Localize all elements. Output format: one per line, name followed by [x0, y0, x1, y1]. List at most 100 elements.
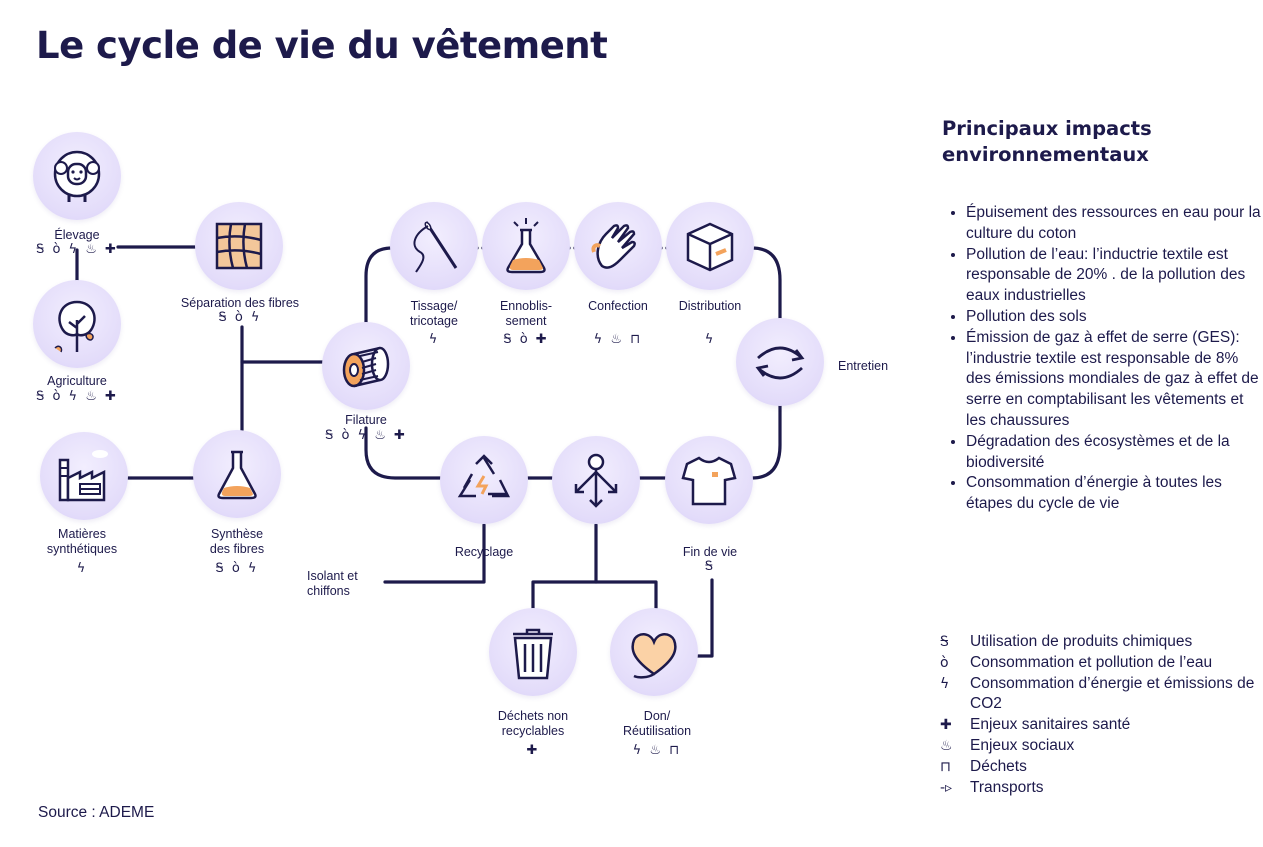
impacts-tissage: ϟ [428, 332, 440, 347]
label-synthese-fibres: Synthèse des fibres [209, 527, 265, 556]
impacts-dechets: ✚ [526, 743, 540, 758]
label-don: Don/ Réutilisation [622, 709, 692, 738]
legend-row-social: ♨ Enjeux sociaux [940, 736, 1260, 757]
flask-icon [217, 450, 257, 500]
page-title: Le cycle de vie du vêtement [36, 24, 608, 67]
tree-icon [54, 300, 96, 353]
node-recyclage[interactable] [440, 436, 528, 524]
label-agriculture: Agriculture [47, 374, 107, 388]
hands-icon [591, 224, 636, 269]
node-tissage[interactable] [390, 202, 478, 290]
drop-icon: ò [940, 654, 949, 671]
legend: Ꭶ Utilisation de produits chimiques ò Co… [940, 632, 1260, 798]
node-ennoblissement[interactable] [482, 202, 570, 290]
connector-recyclage-isolant [383, 523, 486, 584]
label-fin-de-vie: Fin de vie [682, 545, 738, 559]
impacts-matieres-synthetiques: ϟ [76, 561, 88, 576]
label-recyclage: Recyclage [454, 545, 514, 559]
impact-item: Pollution des sols [966, 307, 1263, 328]
lightning-icon: ϟ [940, 675, 950, 692]
label-filature: Filature [345, 413, 387, 427]
node-agriculture[interactable] [33, 280, 121, 368]
trash-icon: ⊓ [940, 758, 951, 775]
label-isolant-chiffons: Isolant et chiffons [307, 569, 358, 598]
cycle-arrows-icon [755, 346, 805, 380]
legend-label: Enjeux sanitaires santé [970, 716, 1131, 734]
label-distribution: Distribution [678, 299, 742, 313]
impact-item: Consommation d’énergie à toutes les étap… [966, 473, 1263, 515]
recycle-icon [457, 454, 511, 498]
connector-tri-down [531, 523, 598, 610]
node-don[interactable] [610, 608, 698, 696]
flask-icon: Ꭶ [940, 634, 949, 650]
label-entretien: Entretien [838, 359, 889, 373]
impacts-panel-title: Principaux impacts environnementaux [942, 117, 1152, 166]
node-dechets[interactable] [489, 608, 577, 696]
node-distribution[interactable] [666, 202, 754, 290]
node-elevage[interactable] [33, 132, 121, 220]
impacts-ennoblissement: Ꭶ ò ✚ [503, 332, 549, 347]
node-tri[interactable] [552, 436, 640, 524]
label-elevage: Élevage [54, 228, 100, 242]
social-icon: ♨ [940, 737, 953, 754]
impact-item: Émission de gaz à effet de serre (GES): … [966, 328, 1263, 432]
legend-label: Utilisation de produits chimiques [970, 633, 1193, 650]
fiber-grid-icon [215, 222, 263, 270]
legend-row-energy: ϟ Consommation d’énergie et émissions de… [940, 674, 1260, 716]
legend-label: Consommation et pollution de l’eau [970, 653, 1213, 671]
label-separation-fibres: Séparation des fibres [180, 296, 300, 310]
node-synthese-fibres[interactable] [193, 430, 281, 518]
factory-icon [58, 450, 108, 502]
impacts-filature: Ꭶ ò ϟ ♨ ✚ [325, 428, 407, 443]
node-filature[interactable] [322, 322, 410, 410]
health-cross-icon: ✚ [940, 717, 952, 734]
impacts-separation-fibres: Ꭶ ò ϟ [218, 310, 262, 325]
node-entretien[interactable] [736, 318, 824, 406]
legend-label: Consommation d’énergie et émissions de C… [970, 674, 1255, 713]
connector-filature-tissage [364, 246, 394, 324]
impacts-distribution: ϟ [704, 332, 716, 347]
label-ennoblissement: Ennoblis- sement [499, 299, 553, 328]
split-arrows-icon [574, 453, 618, 508]
label-confection: Confection [588, 299, 648, 313]
impacts-synthese-fibres: Ꭶ ò ϟ [215, 561, 259, 576]
legend-label: Enjeux sociaux [970, 736, 1075, 754]
package-box-icon [686, 222, 734, 272]
connector-filature-recyclage [364, 426, 442, 480]
connector-tri-don [594, 580, 658, 610]
impacts-confection: ϟ ♨ ⊓ [593, 332, 643, 347]
label-dechets: Déchets non recyclables [497, 709, 569, 738]
impact-item: Dégradation des écosystèmes et de la bio… [966, 432, 1263, 474]
impacts-elevage: Ꭶ ò ϟ ♨ ✚ [36, 242, 118, 257]
impacts-don: ϟ ♨ ⊓ [632, 743, 682, 758]
legend-row-transport: -▹ Transports [940, 778, 1260, 799]
node-confection[interactable] [574, 202, 662, 290]
legend-row-health: ✚ Enjeux sanitaires santé [940, 715, 1260, 736]
impact-item: Pollution de l’eau: l’inductrie textile … [966, 245, 1263, 307]
sheep-icon [53, 150, 101, 202]
node-separation-fibres[interactable] [195, 202, 283, 290]
impacts-list: Épuisement des ressources en eau pour la… [946, 203, 1263, 515]
trash-bin-icon [513, 628, 553, 680]
tshirt-icon [681, 456, 737, 506]
legend-row-waste: ⊓ Déchets [940, 757, 1260, 778]
legend-row-chemicals: Ꭶ Utilisation de produits chimiques [940, 632, 1260, 653]
node-fin-de-vie[interactable] [665, 436, 753, 524]
connector-findevie-don [696, 578, 714, 658]
connector-entretien-findevie [750, 403, 782, 480]
source-credit: Source : ADEME [38, 804, 155, 821]
spool-icon [342, 346, 390, 388]
impacts-fin-de-vie: Ꭶ [704, 559, 716, 574]
legend-row-water: ò Consommation et pollution de l’eau [940, 653, 1260, 674]
label-tissage: Tissage/ tricotage [410, 299, 458, 328]
label-matieres-synthetiques: Matières synthétiques [46, 527, 118, 556]
legend-label: Transports [970, 778, 1044, 796]
connector-distribution-entretien [750, 246, 782, 320]
heart-icon [631, 633, 677, 679]
node-matieres-synthetiques[interactable] [40, 432, 128, 520]
needle-thread-icon [413, 221, 458, 273]
transport-icon: -▹ [940, 779, 953, 796]
impacts-agriculture: Ꭶ ò ϟ ♨ ✚ [36, 389, 118, 404]
impact-item: Épuisement des ressources en eau pour la… [966, 203, 1263, 245]
